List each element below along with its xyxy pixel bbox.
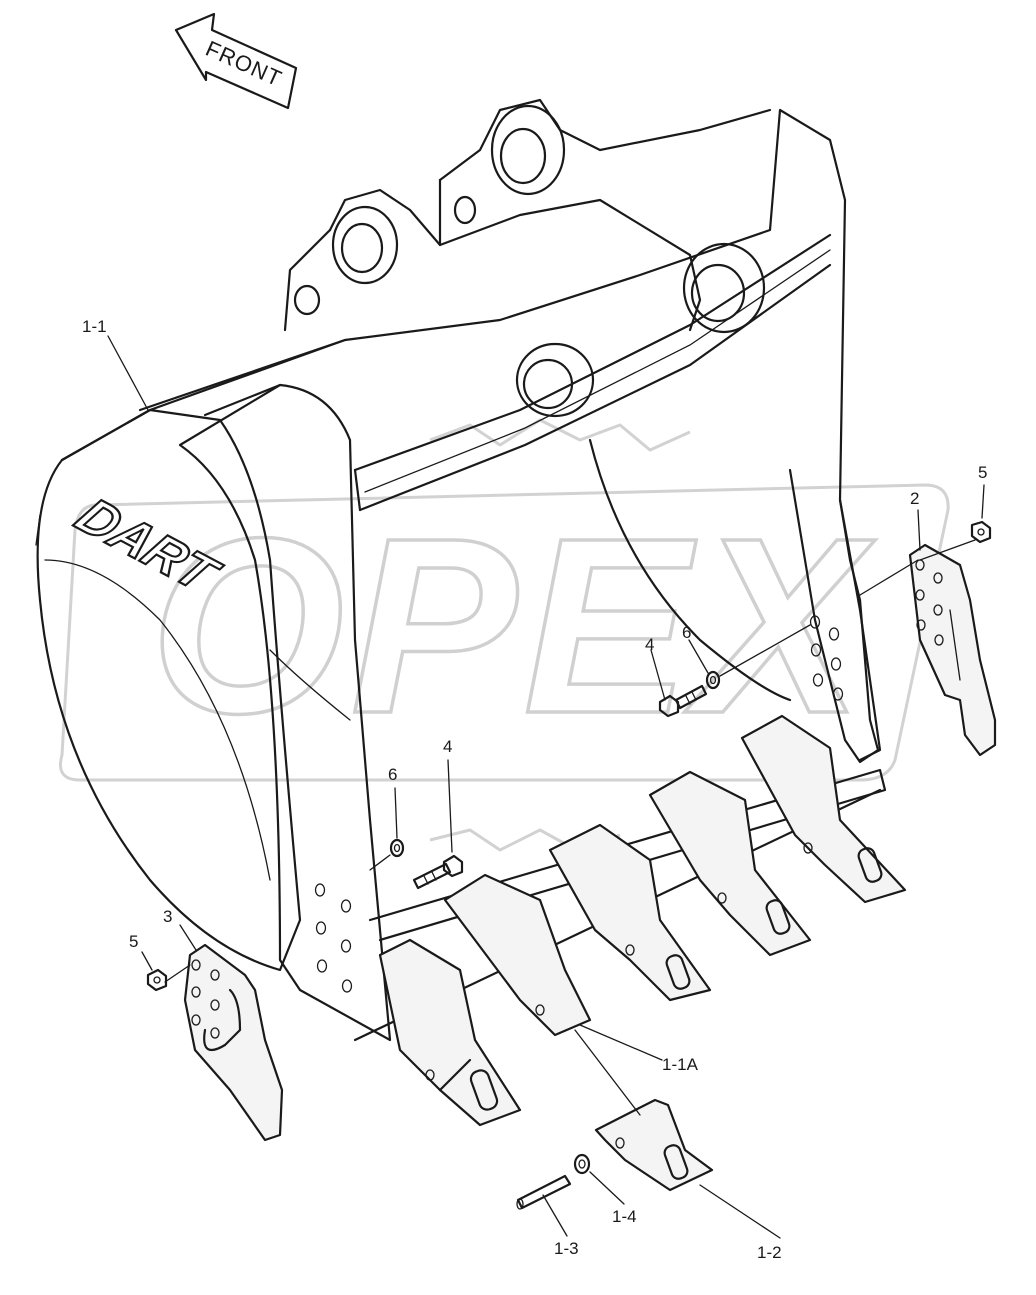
tooth-point-exploded <box>594 1098 714 1192</box>
callout-washer-left: 6 <box>388 765 397 784</box>
side-cutter-left <box>183 943 284 1142</box>
bolt-right <box>658 684 708 718</box>
tooth-3 <box>548 823 712 1002</box>
front-arrow: FRONT <box>174 12 298 110</box>
callout-side-cutter-left: 3 <box>163 907 172 926</box>
callout-pin: 1-3 <box>554 1239 579 1258</box>
tooth-1 <box>378 938 522 1127</box>
callouts: 1-1 1-1A 1-2 1-3 1-4 2 3 4 4 5 5 6 6 <box>82 317 987 1262</box>
callout-adapter: 1-1A <box>662 1055 699 1074</box>
watermark: OPEX <box>59 418 950 854</box>
nut-right <box>970 520 992 544</box>
callout-side-cutter-right: 2 <box>910 489 919 508</box>
tooth-2 <box>443 873 592 1037</box>
callout-lock-washer: 1-4 <box>612 1207 637 1226</box>
tooth-4 <box>648 770 812 957</box>
pin-exploded <box>516 1174 572 1210</box>
pin-boss-3 <box>515 342 595 418</box>
callout-washer-right: 6 <box>682 623 691 642</box>
nut-left <box>146 968 168 992</box>
callout-tooth-point: 1-2 <box>757 1243 782 1262</box>
callout-bolt-right: 4 <box>645 635 654 654</box>
callout-nut-left: 5 <box>129 932 138 951</box>
pin-boss-4 <box>682 242 766 334</box>
pin-boss-1 <box>331 205 399 285</box>
washer-exploded <box>573 1153 591 1175</box>
tooth-5 <box>740 714 907 904</box>
bolt-left <box>412 854 464 890</box>
watermark-text: OPEX <box>150 486 876 765</box>
callout-nut-right: 5 <box>978 463 987 482</box>
leader-lines <box>107 335 985 1239</box>
side-plate-holes-left <box>314 883 353 993</box>
teeth-row <box>378 714 907 1127</box>
callout-bolt-left: 4 <box>443 737 452 756</box>
washer-left <box>389 838 405 858</box>
washer-right <box>705 670 721 690</box>
pin-boss-2 <box>490 104 566 196</box>
side-plate-holes-right <box>809 615 844 701</box>
callout-bucket-assy: 1-1 <box>82 317 107 336</box>
side-cutter-right <box>908 543 997 757</box>
